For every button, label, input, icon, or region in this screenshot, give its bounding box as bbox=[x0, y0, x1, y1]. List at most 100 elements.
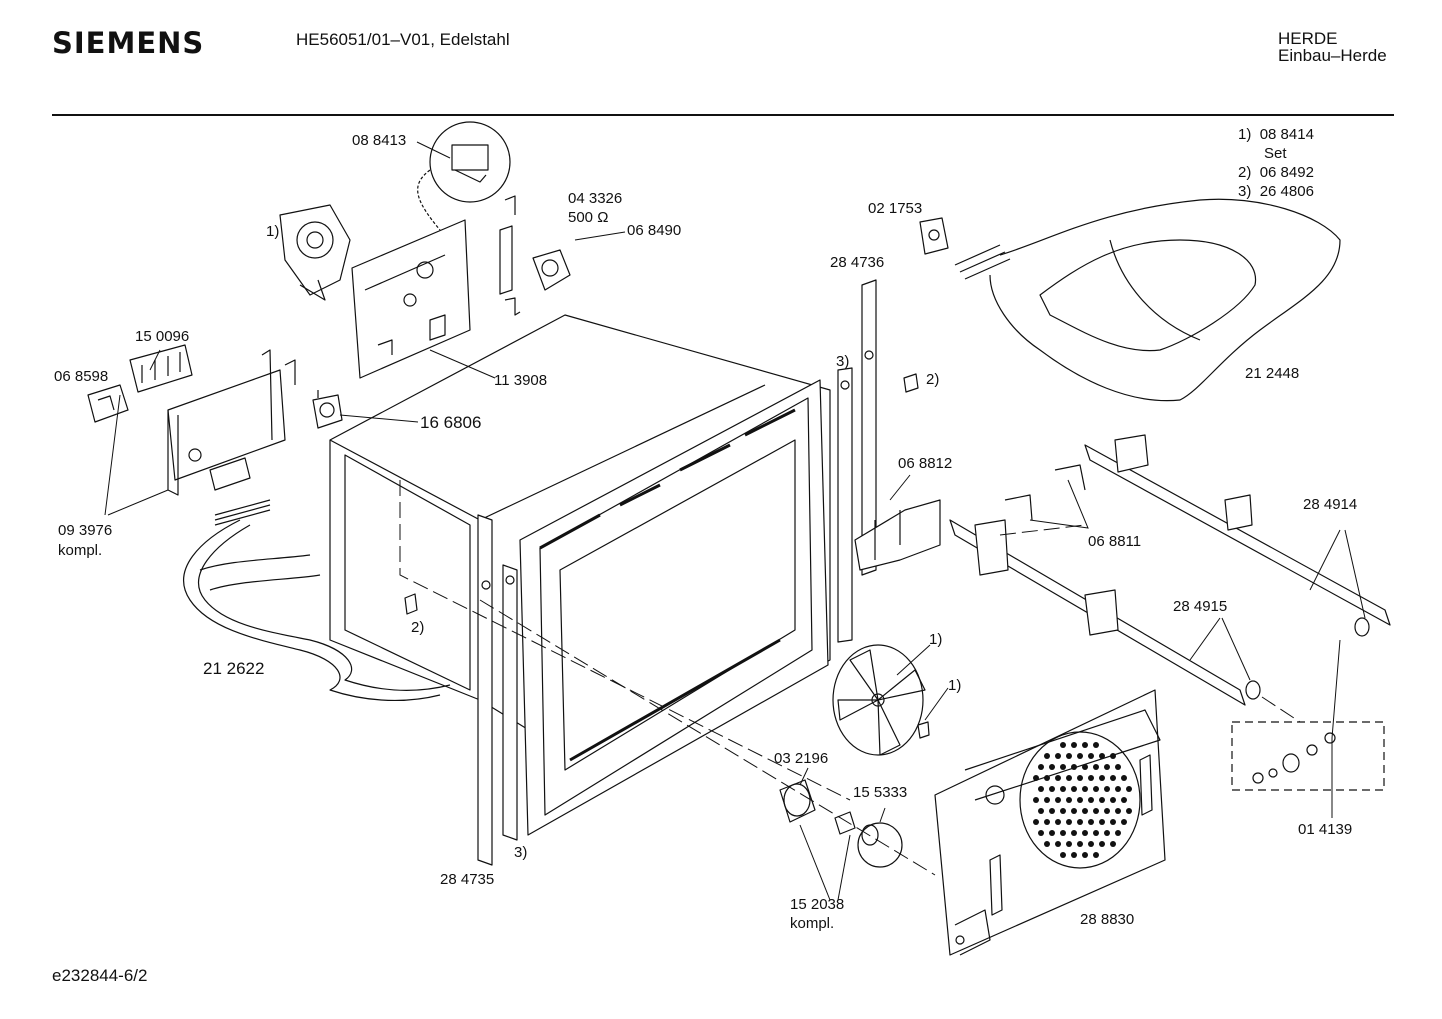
perforation-hole bbox=[1071, 742, 1077, 748]
perforation-hole bbox=[1121, 775, 1127, 781]
perforation-hole bbox=[1077, 819, 1083, 825]
perforation-hole bbox=[1088, 753, 1094, 759]
label-113908: 11 3908 bbox=[494, 372, 547, 389]
perforation-hole bbox=[1093, 742, 1099, 748]
header-divider bbox=[52, 114, 1394, 116]
label-152038-note: kompl. bbox=[790, 915, 834, 932]
label-212448: 21 2448 bbox=[1245, 365, 1299, 382]
perforation-hole bbox=[1099, 797, 1105, 803]
category-block: HERDE Einbau–Herde bbox=[1278, 30, 1387, 64]
label-088413: 08 8413 bbox=[352, 132, 406, 149]
perforation-hole bbox=[1110, 841, 1116, 847]
label-150096: 15 0096 bbox=[135, 328, 189, 345]
perforation-hole bbox=[1038, 764, 1044, 770]
footnote-row: 2) 06 8492 bbox=[1238, 164, 1314, 181]
leader-lines bbox=[104, 141, 1366, 901]
perforation-hole bbox=[1115, 764, 1121, 770]
perforation-hole bbox=[1104, 830, 1110, 836]
perforation-hole bbox=[1082, 808, 1088, 814]
switch-166806 bbox=[312, 390, 343, 429]
label-068811: 06 8811 bbox=[1088, 533, 1141, 550]
perforation-hole bbox=[1115, 830, 1121, 836]
perforation-hole bbox=[1077, 841, 1083, 847]
category-line-2: Einbau–Herde bbox=[1278, 46, 1387, 65]
perforation-hole bbox=[1055, 797, 1061, 803]
resistor bbox=[499, 195, 521, 316]
label-068490: 06 8490 bbox=[627, 222, 681, 239]
perforation-hole bbox=[1066, 841, 1072, 847]
label-032196: 03 2196 bbox=[774, 750, 828, 767]
perforation-hole bbox=[1104, 808, 1110, 814]
perforation-hole bbox=[1093, 830, 1099, 836]
category-line-1: HERDE bbox=[1278, 29, 1338, 48]
top-heating-element bbox=[954, 198, 1341, 402]
perforation-hole bbox=[1088, 775, 1094, 781]
perforation-hole bbox=[1088, 841, 1094, 847]
perforation-hole bbox=[1082, 764, 1088, 770]
convection-fan bbox=[832, 644, 930, 756]
perforation-hole bbox=[1033, 819, 1039, 825]
perforation-hole bbox=[1071, 852, 1077, 858]
perforation-hole bbox=[1071, 786, 1077, 792]
screw-2 bbox=[404, 373, 919, 615]
perforation-hole bbox=[1077, 797, 1083, 803]
perforation-hole bbox=[1082, 852, 1088, 858]
marker-3-rail-left: 3) bbox=[514, 844, 527, 861]
perforation-hole bbox=[1044, 797, 1050, 803]
perforation-hole bbox=[1044, 819, 1050, 825]
lamp-socket bbox=[779, 779, 816, 823]
perforation-hole bbox=[1121, 819, 1127, 825]
perforation-hole bbox=[1049, 830, 1055, 836]
perforation-hole bbox=[1093, 852, 1099, 858]
perforation-hole bbox=[1110, 753, 1116, 759]
perforation-hole bbox=[1093, 786, 1099, 792]
brand-logo: SIEMENS bbox=[52, 26, 205, 60]
label-093976: 09 3976 bbox=[58, 522, 112, 539]
label-021753: 02 1753 bbox=[868, 200, 922, 217]
side-rail-right bbox=[837, 279, 877, 643]
perforation-hole bbox=[1077, 775, 1083, 781]
perforation-hole bbox=[1077, 753, 1083, 759]
label-043326: 04 3326 bbox=[568, 190, 622, 207]
detail-box-014139 bbox=[1231, 721, 1385, 791]
terminal-block bbox=[129, 344, 193, 393]
perforation-hole bbox=[1126, 808, 1132, 814]
perforation-hole bbox=[1060, 808, 1066, 814]
marker-1-fan: 1) bbox=[929, 631, 942, 648]
rear-fan-cover bbox=[934, 689, 1166, 956]
switch-068598 bbox=[87, 384, 129, 423]
part-labels: 08 8413 04 3326 500 Ω 06 8490 15 0096 06… bbox=[54, 132, 1357, 932]
label-212622: 21 2622 bbox=[203, 659, 264, 678]
perforation-hole bbox=[1055, 775, 1061, 781]
model-title: HE56051/01–V01, Edelstahl bbox=[296, 30, 510, 49]
label-166806: 16 6806 bbox=[420, 413, 481, 432]
perforation-hole bbox=[1060, 852, 1066, 858]
label-093976-note: kompl. bbox=[58, 542, 102, 559]
shelf-clip-068811 bbox=[1004, 464, 1086, 521]
perforation-hole bbox=[1060, 786, 1066, 792]
label-068598: 06 8598 bbox=[54, 368, 108, 385]
perforation-hole bbox=[1071, 830, 1077, 836]
perforation-hole bbox=[1055, 753, 1061, 759]
perforation-hole bbox=[1038, 808, 1044, 814]
perforation-hole bbox=[1110, 819, 1116, 825]
perforation-hole bbox=[1033, 797, 1039, 803]
fan-motor bbox=[279, 204, 351, 301]
perforation-hole bbox=[1055, 841, 1061, 847]
telescopic-rail-upper bbox=[1084, 434, 1391, 626]
perforation-hole bbox=[1099, 775, 1105, 781]
bottom-heating-element bbox=[183, 499, 451, 702]
telescopic-rail-lower bbox=[949, 519, 1246, 706]
label-152038: 15 2038 bbox=[790, 896, 844, 913]
guide-lines bbox=[399, 480, 1301, 876]
marker-2-screw-left: 2) bbox=[411, 619, 424, 636]
perforation-hole bbox=[1099, 841, 1105, 847]
bracket-068812 bbox=[854, 499, 941, 571]
perforation-hole bbox=[1115, 786, 1121, 792]
perforation-hole bbox=[1071, 808, 1077, 814]
perforation-hole bbox=[1099, 753, 1105, 759]
perforation-hole bbox=[1121, 797, 1127, 803]
perforation-hole bbox=[1126, 786, 1132, 792]
perforation-hole bbox=[1115, 808, 1121, 814]
fan-cover-perforation bbox=[1033, 742, 1132, 858]
